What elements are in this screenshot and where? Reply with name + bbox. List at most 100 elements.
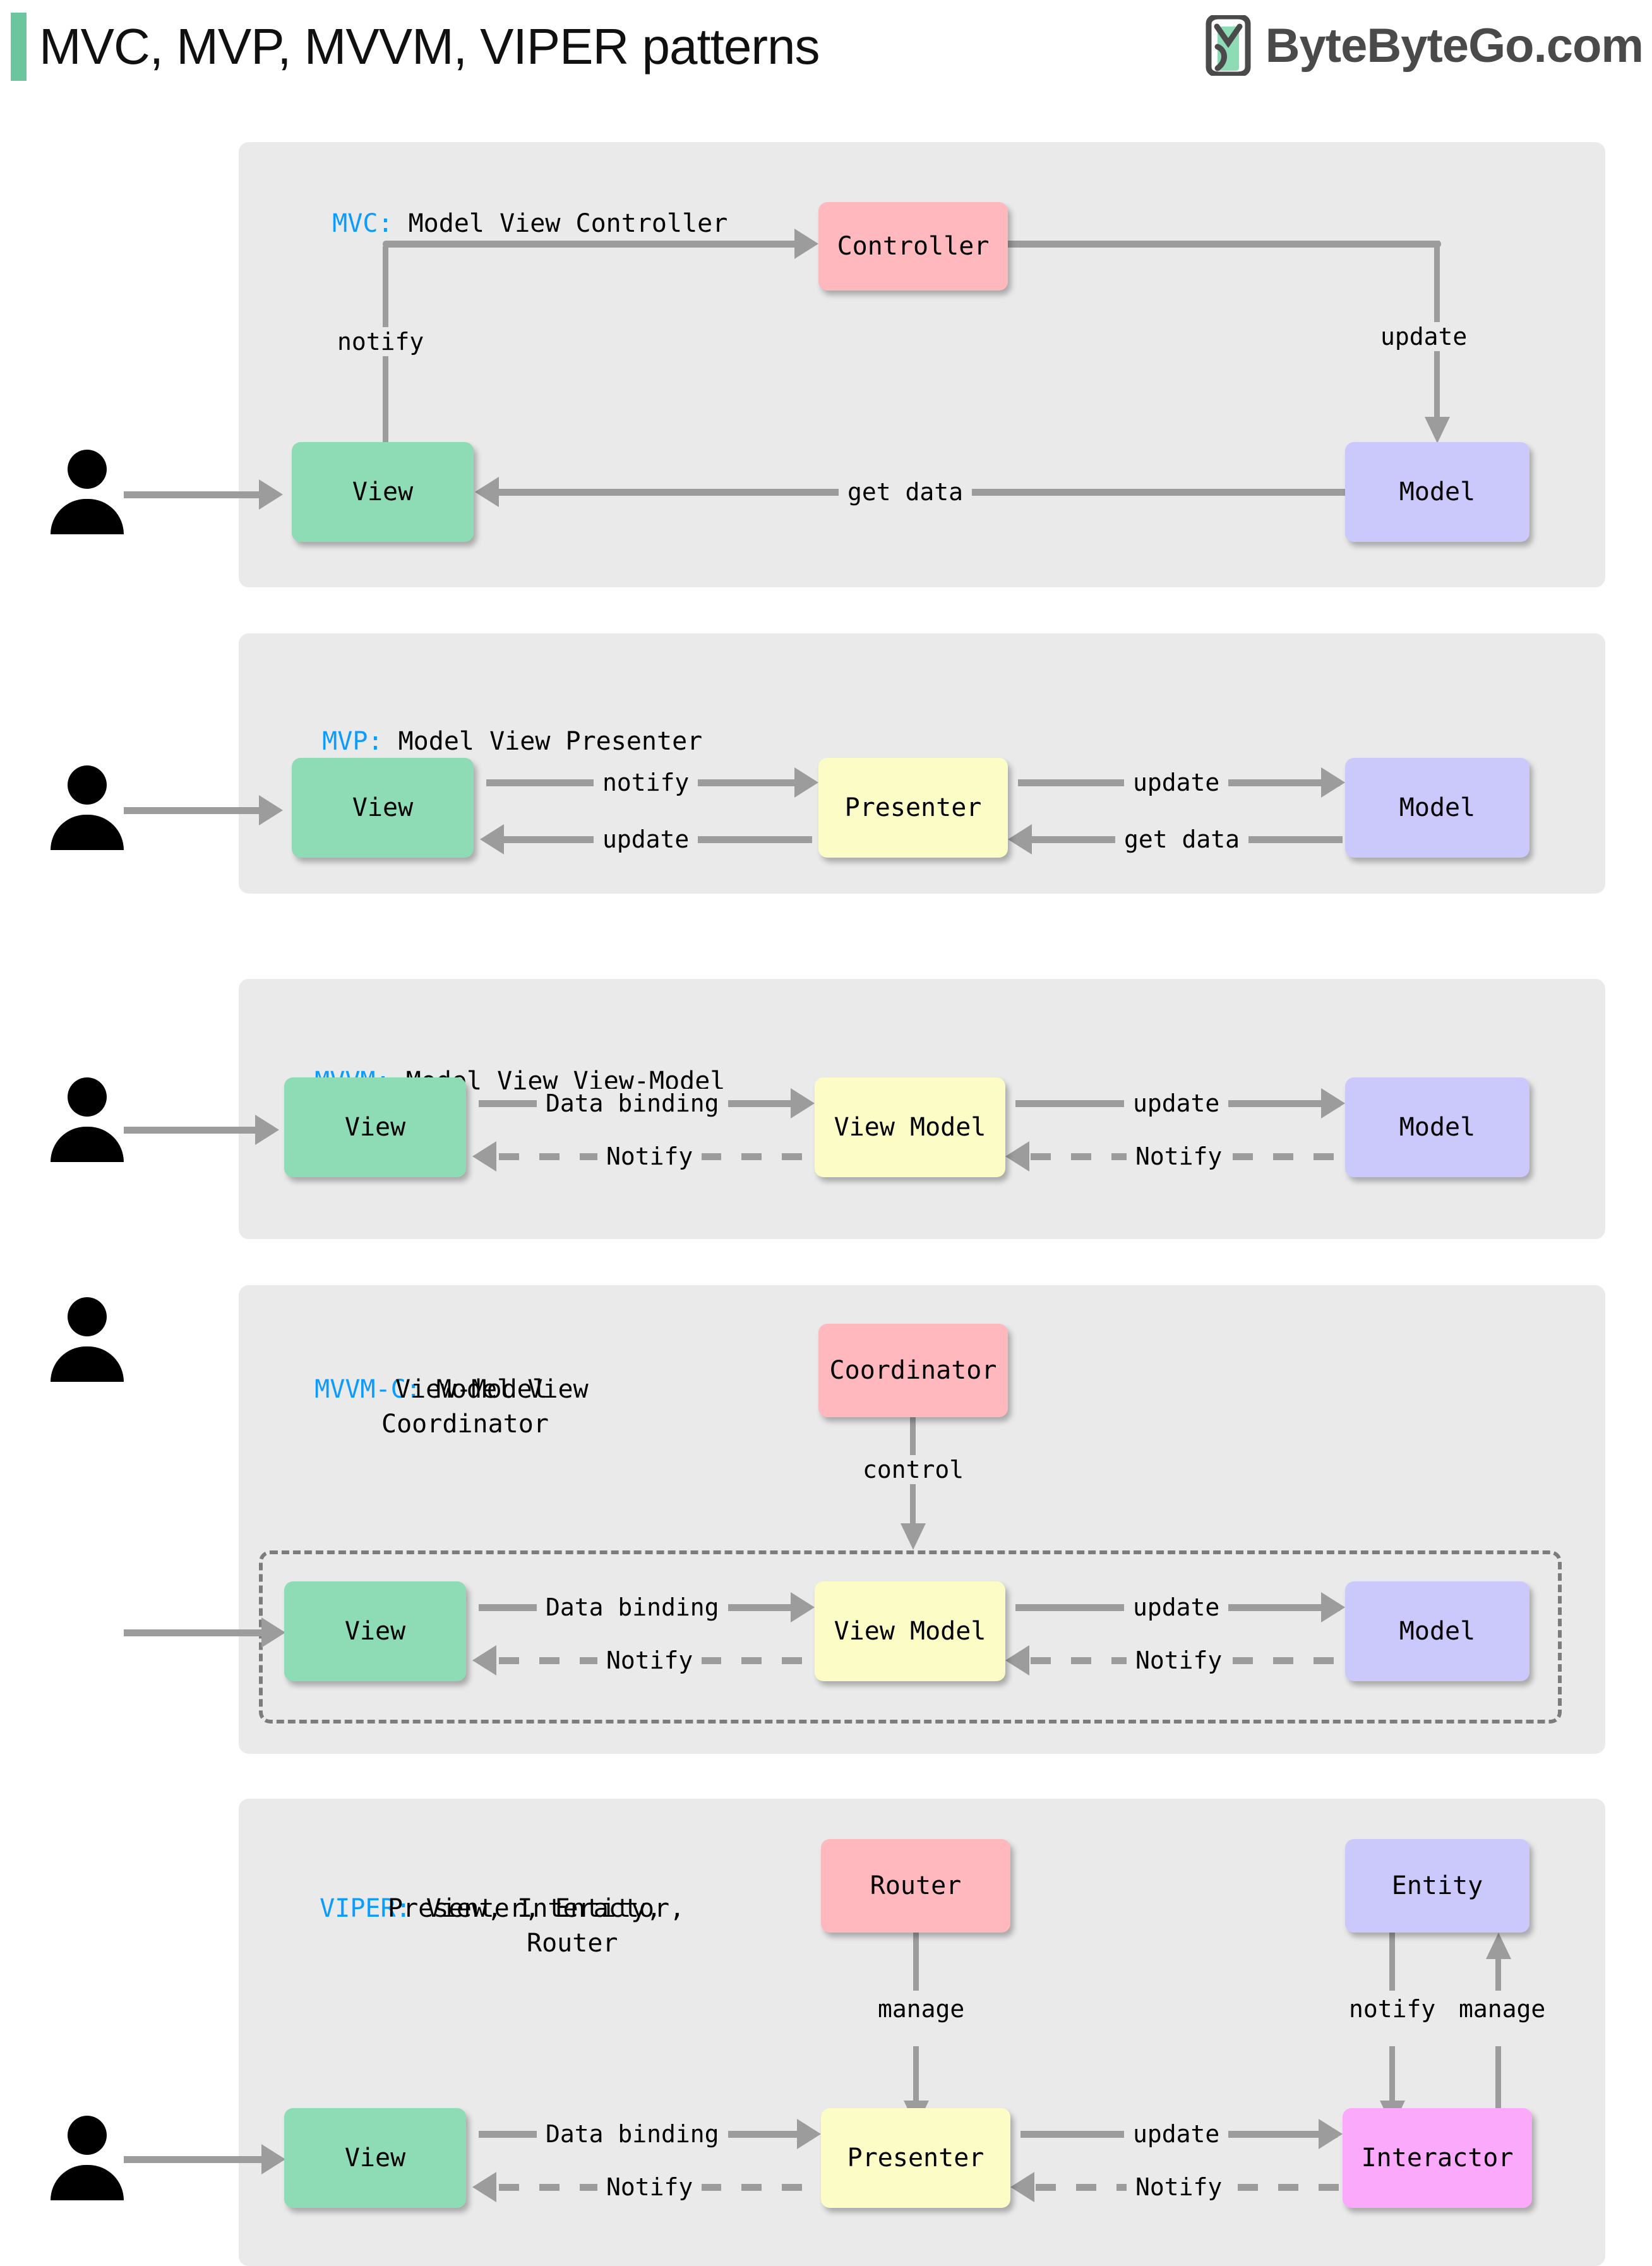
section-label-viper-line3: Router <box>527 1929 618 1958</box>
user-to-view-arrow-mvvm <box>255 1115 279 1145</box>
node-coordinator-mvvmc[interactable]: Coordinator <box>818 1324 1008 1417</box>
node-interactor-viper[interactable]: Interactor <box>1343 2108 1532 2208</box>
getdata-arrow-mvp <box>1008 824 1032 854</box>
edge-label-update-in-mvp: update <box>1124 768 1229 797</box>
section-label-mvvmc-line2: View-Model <box>395 1375 548 1404</box>
manage-entity-vline-viper <box>1495 1959 1501 1991</box>
edge-label-notify-right-mvvmc: Notify <box>1127 1646 1231 1675</box>
node-controller-mvc[interactable]: Controller <box>818 202 1008 291</box>
edge-label-notify-left-viper: Notify <box>597 2173 702 2202</box>
user-icon-viper <box>51 2116 124 2200</box>
user-body-icon <box>51 1346 124 1382</box>
manage-entity-arrow-viper <box>1486 1933 1511 1959</box>
edge-label-getdata-mvp: get data <box>1115 825 1249 854</box>
edge-label-update-back-mvp: update <box>594 825 698 854</box>
notify-entity-vline2-viper <box>1389 2046 1395 2108</box>
user-head-icon <box>68 450 107 489</box>
user-icon-mvp <box>51 765 124 850</box>
title-accent-bar <box>11 13 27 81</box>
node-view-mvc[interactable]: View <box>292 442 474 542</box>
section-label-viper: VIPER: View, Interactor, <box>289 1857 685 1926</box>
update-hline-mvc <box>1004 241 1441 248</box>
user-to-view-line-mvc <box>124 491 264 498</box>
section-expansion-mvc <box>393 209 409 238</box>
notify-arrow-left-mvvm <box>472 1141 496 1172</box>
node-model-mvc[interactable]: Model <box>1345 442 1529 542</box>
edge-label-notify-mvp: notify <box>594 768 698 797</box>
edge-label-notify-entity-viper: notify <box>1340 1994 1445 2023</box>
user-body-icon <box>51 815 124 850</box>
node-view-viper[interactable]: View <box>284 2108 466 2208</box>
edge-label-notify-right-mvvm: Notify <box>1127 1142 1231 1171</box>
edge-label-notify-left-mvvmc: Notify <box>597 1646 702 1675</box>
updateback-arrow-mvp <box>480 824 504 854</box>
node-entity-viper[interactable]: Entity <box>1345 1839 1529 1933</box>
user-body-icon <box>51 499 124 534</box>
mvvm-group-dashed-box <box>259 1550 1562 1723</box>
user-head-icon <box>68 2116 107 2155</box>
section-label-mvvmc: MVVM-C: Model View <box>284 1338 589 1407</box>
notify-arrow-left-mvvmc <box>472 1645 496 1676</box>
update-arrow-mvvm <box>1321 1088 1345 1118</box>
node-viewmodel-mvvmc[interactable]: View Model <box>815 1581 1005 1681</box>
notify-hline-mvc <box>383 241 806 248</box>
notify-entity-vline-viper <box>1389 1933 1395 1991</box>
node-presenter-mvp[interactable]: Presenter <box>818 758 1008 858</box>
edge-label-update-mvc: update <box>1372 322 1476 351</box>
user-to-view-line-mvvm <box>124 1127 259 1134</box>
edge-label-update-mvvmc: update <box>1124 1593 1229 1622</box>
section-expansion-line1-mvvmc: Model View <box>436 1375 589 1404</box>
manage-vline-viper <box>913 1933 919 1991</box>
brand-logo: ByteByteGo.com <box>1204 15 1644 76</box>
edge-label-databinding-mvvm: Data binding <box>537 1089 728 1118</box>
databinding-arrow-mvvmc <box>791 1592 815 1622</box>
notify-arrow-mvp <box>794 767 818 798</box>
section-label-mvvmc-line3: Coordinator <box>381 1410 549 1439</box>
bytebytego-logo-icon <box>1206 15 1251 76</box>
edge-label-getdata-mvc: get data <box>839 477 973 507</box>
node-view-mvvmc[interactable]: View <box>284 1581 466 1681</box>
user-icon-mvvm <box>51 1077 124 1162</box>
node-viewmodel-mvvm[interactable]: View Model <box>815 1077 1005 1177</box>
user-body-icon <box>51 2165 124 2200</box>
databinding-arrow-mvvm <box>791 1088 815 1118</box>
node-model-mvvmc[interactable]: Model <box>1345 1581 1529 1681</box>
user-to-view-arrow-mvvmc <box>261 1617 285 1648</box>
page-header: MVC, MVP, MVVM, VIPER patterns ByteByteG… <box>0 0 1652 95</box>
user-body-icon <box>51 1127 124 1162</box>
node-view-mvp[interactable]: View <box>292 758 474 858</box>
notify-arrow-right-mvvm <box>1005 1141 1029 1172</box>
user-to-view-arrow-viper <box>261 2144 285 2174</box>
edge-label-update-viper: update <box>1124 2119 1229 2149</box>
manage-vline2-viper <box>913 2046 919 2108</box>
node-presenter-viper[interactable]: Presenter <box>821 2108 1010 2208</box>
databinding-arrow-viper <box>797 2119 821 2149</box>
section-label-mvc: MVC: Model View Controller <box>302 172 727 241</box>
manage-entity-vline2-viper <box>1495 2046 1501 2123</box>
update-arrow-mvp <box>1321 767 1345 798</box>
node-view-mvvm[interactable]: View <box>284 1077 466 1177</box>
update-arrow-mvvmc <box>1321 1592 1345 1622</box>
notify-arrow-left-viper <box>472 2172 496 2202</box>
node-model-mvvm[interactable]: Model <box>1345 1077 1529 1177</box>
user-to-view-arrow-mvc <box>259 479 283 510</box>
user-icon-mvvmc <box>51 1297 124 1382</box>
section-label-mvp: MVP: Model View Presenter <box>292 690 702 759</box>
section-expansion-text-mvc: Model View Controller <box>408 209 728 238</box>
notify-arrow-right-viper <box>1010 2172 1034 2202</box>
user-to-view-arrow-mvp <box>259 795 283 825</box>
node-model-mvp[interactable]: Model <box>1345 758 1529 858</box>
edge-label-manage-router-viper: manage <box>869 1994 974 2023</box>
node-router-viper[interactable]: Router <box>821 1839 1010 1933</box>
edge-label-notify-left-mvvm: Notify <box>597 1142 702 1171</box>
edge-label-notify-right-viper: Notify <box>1127 2173 1231 2202</box>
edge-label-databinding-mvvmc: Data binding <box>537 1593 728 1622</box>
edge-label-databinding-viper: Data binding <box>537 2119 728 2149</box>
control-arrow-mvvmc <box>901 1523 926 1550</box>
user-head-icon <box>68 1077 107 1117</box>
update-arrow-mvc <box>1425 417 1450 443</box>
edge-label-update-mvvm: update <box>1124 1089 1229 1118</box>
edge-label-manage-entity-viper: manage <box>1450 1994 1555 2023</box>
user-head-icon <box>68 1297 107 1336</box>
user-to-view-line-viper <box>124 2156 266 2163</box>
